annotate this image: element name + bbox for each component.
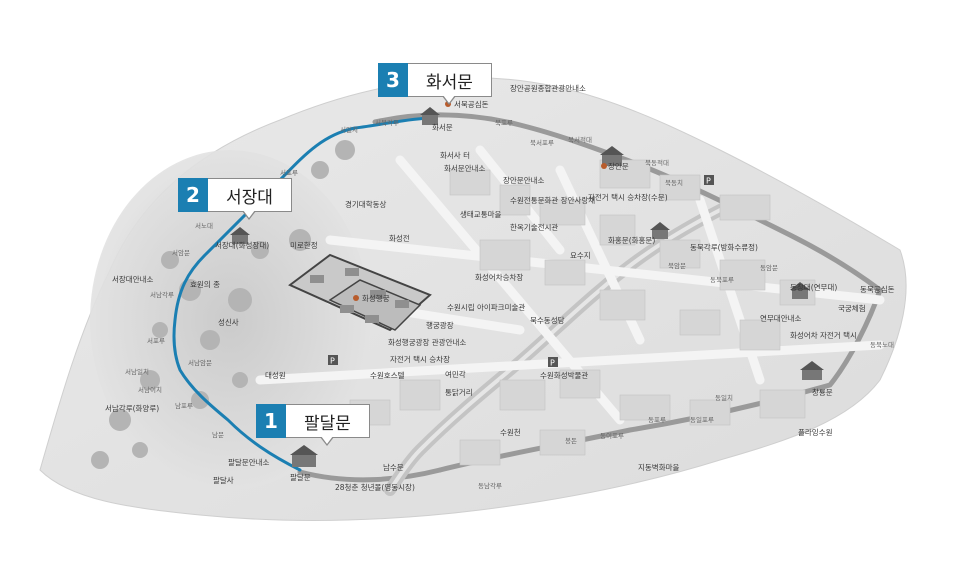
- label-janganmun: 장안문: [608, 161, 629, 171]
- label-bukpo: 북포루: [495, 119, 513, 127]
- label-seonamichi: 서남이치: [138, 385, 162, 394]
- label-dongbuk-gongsimdon: 동북공심돈: [860, 284, 895, 294]
- callout-3[interactable]: 3 화서문: [378, 63, 492, 105]
- label-hwaseomun-info: 화서문안내소: [444, 163, 485, 173]
- svg-text:P: P: [330, 357, 335, 366]
- label-dongporu: 동포루: [648, 416, 666, 424]
- label-bukammun: 북암문: [668, 262, 686, 270]
- walking-route: [172, 116, 430, 472]
- label-banghwa-suryujeong: 동북각루(방화수류정): [690, 242, 758, 252]
- label-hwaseong-jeon: 화성전: [389, 233, 410, 243]
- callout-label: 서장대: [208, 178, 292, 220]
- label-dongnam-gangnu: 동남각루: [478, 481, 502, 490]
- label-bongdon: 봉돈: [565, 437, 577, 445]
- pin-icon: [353, 295, 359, 301]
- label-dongilporu: 동일포루: [690, 415, 714, 424]
- label-bukdong-cathedral: 북수동성당: [530, 315, 565, 325]
- label-hwayangru: 서남각루(화양루): [105, 403, 159, 413]
- label-hwaseong-museum: 수원화성박물관: [540, 370, 588, 380]
- label-seonam-gangnu: 서남각루: [150, 290, 174, 299]
- label-yeomingak: 여민각: [445, 369, 466, 379]
- label-paldalsa: 팔달사: [213, 475, 234, 485]
- label-suwon-sirip: 수원시립 아이파크미술관: [447, 302, 525, 312]
- label-hanok-gisul: 한옥기술전시관: [510, 222, 558, 232]
- svg-text:P: P: [550, 359, 555, 368]
- gate-icons: [230, 107, 824, 467]
- label-bukdongjeokdae: 북동적대: [645, 159, 669, 167]
- label-seobuk-gangnu: 서북각루: [375, 118, 399, 127]
- label-hwaseong-eocha: 화성어차 자전거 택시: [790, 330, 857, 340]
- callout-label: 팔달문: [286, 404, 370, 446]
- label-mirohanjeong: 미로한정: [290, 240, 318, 250]
- label-bicycle-taxi: 자전거 택시 승차장(수문): [588, 192, 668, 202]
- label-haenggung-info: 화성행궁광장 관광안내소: [388, 337, 466, 347]
- label-hwaseong-haenggung: 화성행궁: [362, 293, 390, 303]
- callout-1[interactable]: 1 팔달문: [256, 404, 370, 446]
- label-seoammun: 서암문: [172, 248, 190, 257]
- label-bicycle-taxi-2: 자전거 택시 승차장: [390, 354, 450, 364]
- parking-icons: P P P: [328, 175, 714, 368]
- label-seobuk-gongsimdon: 서북공심돈: [454, 99, 489, 109]
- label-seonamammun: 서남암문: [188, 358, 212, 367]
- label-dongammun: 동암문: [760, 264, 778, 272]
- hwaseong-haenggung-palace: [288, 253, 432, 332]
- label-dongbukporu: 동북포루: [710, 276, 734, 284]
- label-namsumun: 남수문: [383, 463, 404, 472]
- label-tongdak-street: 통닭거리: [445, 387, 473, 397]
- label-bukseojeokdae: 북서적대: [568, 135, 592, 144]
- callout-number: 1: [256, 404, 286, 438]
- label-paldalmun-info: 팔달문안내소: [228, 457, 269, 467]
- label-seoporu: 서포루: [147, 336, 165, 345]
- label-hwahongmun: 화홍문(화홍문): [608, 235, 655, 245]
- label-suwon-jeontong: 수원전통문화관 장안사랑채: [510, 195, 595, 205]
- label-nammun: 남문: [212, 430, 224, 439]
- callout-2[interactable]: 2 서장대: [178, 178, 292, 220]
- label-dongjangdae: 동장대(연무대): [790, 282, 837, 292]
- label-seoilchi: 서일치: [340, 125, 358, 134]
- label-jangan-info: 장안공원종합관광안내소: [510, 83, 586, 93]
- label-suwon-hostel: 수원호스텔: [370, 371, 405, 380]
- label-hwaseomun: 화서문: [432, 123, 453, 132]
- stream-highlight: [388, 203, 732, 492]
- label-yosuji: 요수지: [570, 251, 591, 260]
- label-jidong-village: 지동벽화마을: [638, 462, 679, 472]
- label-seonamilchi: 서남일치: [125, 367, 149, 376]
- label-flying-suwon: 플라잉수원: [798, 427, 833, 437]
- label-janganmun-info: 장안문안내소: [503, 175, 544, 185]
- label-dongilchi: 동일치: [715, 393, 733, 402]
- label-gukgung-cheheom: 국궁체험: [838, 303, 866, 313]
- label-namporu: 남포루: [175, 401, 193, 410]
- label-changnyongmun: 창룡문: [812, 388, 833, 397]
- label-bukseo-poru: 북서포루: [530, 138, 554, 147]
- callout-number: 2: [178, 178, 208, 212]
- label-saengtae-gyotong: 생태교통마을: [460, 209, 501, 219]
- pin-icon: [601, 163, 607, 169]
- city-blocks: [349, 159, 816, 466]
- callout-label: 화서문: [408, 63, 492, 105]
- label-hwaseong-parking: 화성어차승차장: [475, 272, 523, 282]
- label-seongsinsa: 성신사: [218, 318, 239, 327]
- label-seonodae: 서노대: [195, 221, 213, 230]
- callout-number: 3: [378, 63, 408, 97]
- label-suwoncheon: 수원천: [500, 427, 521, 437]
- label-haenggung-gwangjang: 행궁광장: [426, 320, 454, 330]
- svg-text:P: P: [706, 177, 711, 186]
- label-daeseongwon: 대성원: [265, 371, 286, 380]
- label-hyowon-bell: 효원의 종: [190, 279, 220, 289]
- label-hwaseosa-site: 화서사 터: [440, 151, 470, 160]
- label-dongbuknodae: 동북노대: [870, 341, 894, 349]
- label-bukdongchi: 북동치: [665, 178, 683, 187]
- label-seojangdae: 서장대(화성장대): [215, 240, 269, 250]
- label-gyeonggi-daehak: 경기대학동상: [345, 199, 386, 209]
- label-seojangdae-info: 서장대안내소: [112, 274, 153, 284]
- label-dongiporu: 동이포루: [600, 431, 624, 440]
- label-paldalmun: 팔달문: [290, 472, 311, 482]
- label-cheongnyeon-mall: 28청춘 청년몰(영동시장): [335, 482, 415, 492]
- fortress-wall-south: [297, 467, 443, 483]
- label-seoporu-north: 서포루: [280, 168, 298, 177]
- map-labels: 장안공원종합관광안내소 서북공심돈 화서문 북포루 서북각루 서일치 북서포루 …: [105, 83, 895, 492]
- label-yeonmu-info: 연무대안내소: [760, 313, 801, 323]
